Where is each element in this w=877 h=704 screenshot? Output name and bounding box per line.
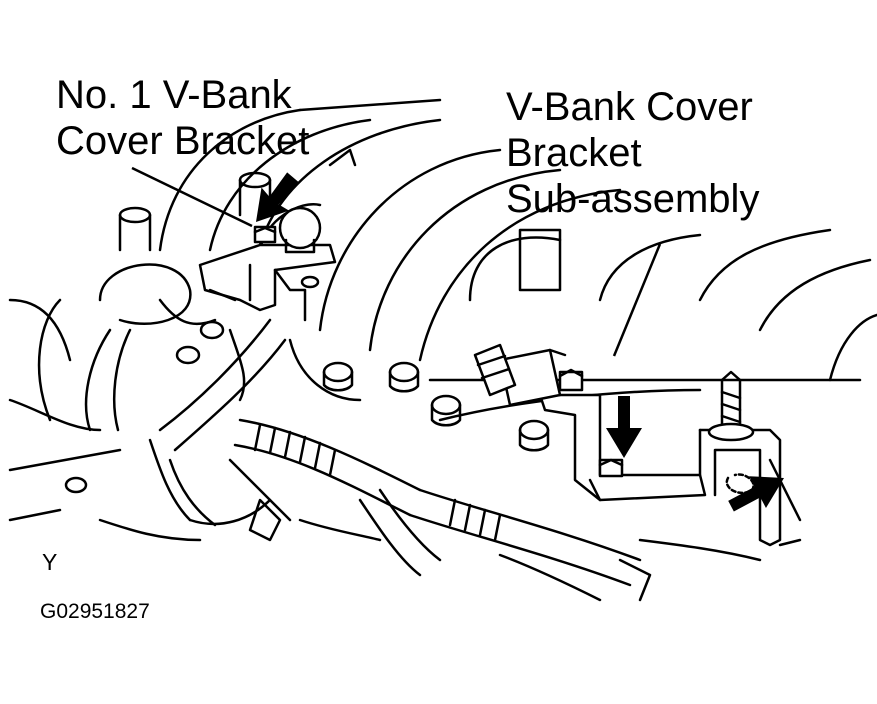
manifold-bolts <box>64 320 550 494</box>
label-left-line2: Cover Bracket <box>56 119 310 163</box>
label-no1-vbank-cover-bracket: No. 1 V-Bank Cover Bracket <box>56 72 309 164</box>
arrow-left-bracket <box>256 172 300 222</box>
label-left-line1: No. 1 V-Bank <box>56 73 292 117</box>
callout-arrows <box>256 172 784 512</box>
figure-id: G02951827 <box>40 600 150 623</box>
label-right-line3: Sub-assembly <box>506 177 760 221</box>
no1-vbank-cover-bracket <box>198 206 337 322</box>
wire-harness <box>8 318 442 577</box>
hoses <box>233 418 762 602</box>
left-components <box>8 171 322 472</box>
view-code: Y <box>42 549 58 575</box>
label-vbank-cover-bracket-subassembly: V-Bank Cover Bracket Sub-assembly <box>506 84 759 222</box>
electrical-connector <box>473 343 567 407</box>
vbank-cover-bracket-subassembly <box>538 368 802 547</box>
label-right-line2: Bracket <box>506 131 642 175</box>
label-right-line1: V-Bank Cover <box>506 85 753 129</box>
leader-line-right <box>612 243 662 357</box>
leader-line-left <box>131 166 253 228</box>
leader-lines <box>131 166 662 357</box>
arrow-right-bolt <box>606 396 642 458</box>
arrow-far-right <box>728 476 784 512</box>
